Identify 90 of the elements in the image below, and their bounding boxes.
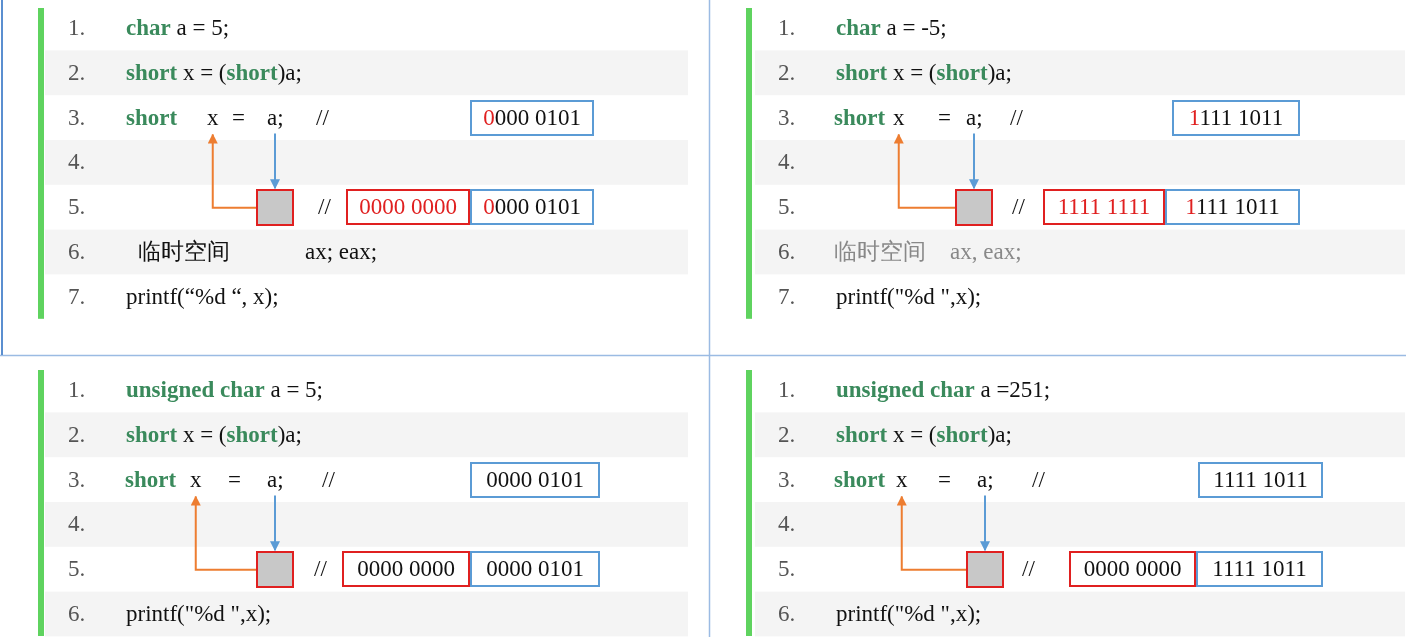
arrow [893,133,956,209]
arrow [270,132,280,190]
line-number: 3. [778,465,796,494]
byte-box: 1111 1011 [1172,99,1300,136]
code-line: printf("%d ",x); [126,600,272,628]
comment-mark: // [1032,465,1045,494]
code-token: a; [977,464,994,495]
line-number: 2. [778,420,796,449]
arrow [969,132,979,190]
line-number: 1. [68,376,86,404]
code-line: short x = (short)a; [836,420,1012,449]
line-number: 6. [68,238,86,266]
line-number: 4. [68,148,86,177]
comment-mark: // [318,193,331,222]
line-number: 1. [778,376,796,404]
code-line: ax; eax; [305,238,378,266]
code-line: char a = 5; [126,14,230,42]
line-number: 2. [778,58,796,87]
comment-mark: // [316,103,329,132]
byte-box: 0000 0101 [470,99,594,136]
memory-cell [955,189,993,227]
line-number: 1. [68,14,86,42]
comment-mark: // [1012,193,1025,222]
line-number: 5. [778,555,796,584]
line-number: 7. [778,282,796,311]
line-number: 4. [68,510,86,539]
arrow [190,495,257,571]
comment-mark: // [1022,555,1035,584]
code-line: unsigned char a = 5; [126,376,323,404]
byte-box: 1111 1011 [1196,551,1323,588]
code-token: = [938,103,951,132]
code-token: a; [267,102,284,133]
code-token: = [232,103,245,132]
byte-box: 0000 0101 [470,461,600,498]
line-number: 3. [68,103,86,132]
line-number: 6. [778,600,796,628]
byte-box: 1111 1011 [1165,189,1300,226]
code-line: ax, eax; [950,238,1022,266]
byte-box: 0000 0000 [1069,551,1196,588]
code-line: short x = (short)a; [126,58,302,87]
code-token: x [190,464,202,495]
code-keyword: short [125,465,177,494]
comment-mark: // [1010,103,1023,132]
code-line: short x = (short)a; [126,420,302,449]
arrow [207,133,257,209]
code-token: a; [966,102,983,133]
byte-box: 0000 0101 [470,551,600,588]
code-token: = [938,465,951,494]
memory-cell [256,551,294,589]
code-token: x [893,102,905,133]
line-number: 5. [68,193,86,222]
line-number: 2. [68,420,86,449]
line-number: 4. [778,148,796,177]
line-number: 6. [68,600,86,628]
comment-mark: // [314,555,327,584]
line-number: 7. [68,282,86,311]
code-line: printf("%d ",x); [836,282,982,311]
code-line: printf(“%d “, x); [126,282,279,311]
line-number: 2. [68,58,86,87]
code-line: char a = -5; [836,14,947,42]
line-number: 3. [68,465,86,494]
arrow [896,495,967,571]
code-token: x [207,102,219,133]
code-keyword: short [126,103,178,132]
code-token: a; [267,464,284,495]
memory-cell [256,189,294,227]
annotation-text: 临时空间 [834,238,926,266]
code-keyword: short [834,103,886,132]
arrow [980,494,990,552]
line-number: 1. [778,14,796,42]
byte-box: 1111 1111 [1043,189,1165,226]
byte-box: 0000 0000 [342,551,470,588]
code-line: short x = (short)a; [836,58,1012,87]
code-line: printf("%d ",x); [836,600,982,628]
comment-mark: // [322,465,335,494]
byte-box: 0000 0000 [346,189,470,226]
code-token: = [228,465,241,494]
byte-box: 1111 1011 [1198,461,1323,498]
annotation-text: 临时空间 [138,238,230,266]
code-token: x [896,464,908,495]
code-keyword: short [834,465,886,494]
line-number: 5. [778,193,796,222]
line-number: 3. [778,103,796,132]
line-number: 4. [778,510,796,539]
arrow [270,494,280,552]
code-line: unsigned char a =251; [836,376,1051,404]
memory-cell [966,551,1004,589]
byte-box: 0000 0101 [470,189,594,226]
line-number: 5. [68,555,86,584]
line-number: 6. [778,238,796,266]
